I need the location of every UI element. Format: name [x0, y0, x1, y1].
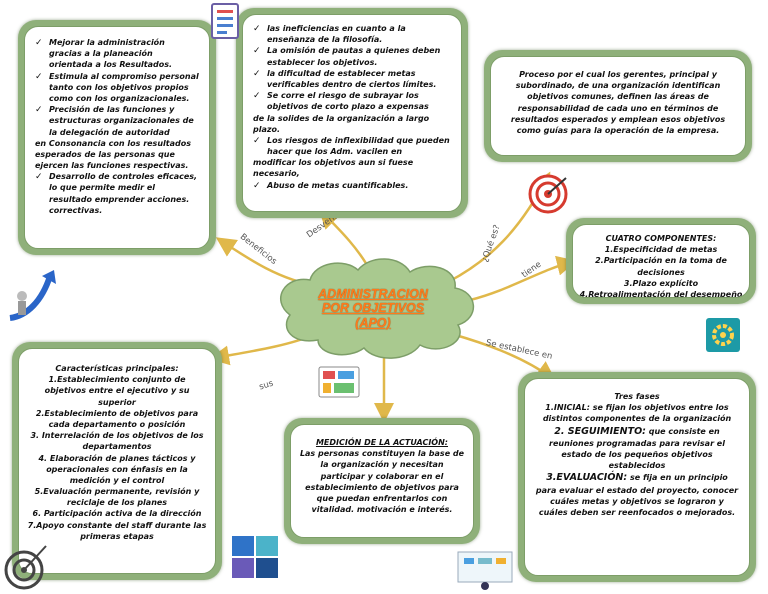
- list-item: Los riesgos de inflexibilidad que pueden…: [253, 135, 451, 157]
- que-es-content: Proceso por el cual los gerentes, princi…: [490, 56, 746, 156]
- phase-label: 3.EVALUACIÓN:: [546, 472, 628, 484]
- arrow-se-establece: [451, 332, 557, 381]
- arrow-tiene: [469, 255, 577, 302]
- que-es-text: Proceso por el cual los gerentes, princi…: [510, 70, 726, 135]
- caracteristicas-line: 7.Apoyo constante del staff durante las …: [27, 520, 207, 541]
- fases-title: Tres fases: [614, 392, 660, 401]
- list-item: la dificultad de establecer metas verifi…: [253, 68, 451, 90]
- desventajas-continuation-a: de la solides de la organización a largo…: [253, 113, 430, 134]
- list-item: Estimula al compromiso personal tanto co…: [35, 71, 199, 105]
- medicion-card: MEDICIÓN DE LA ACTUACIÓN: Las personas c…: [284, 418, 480, 544]
- caracteristicas-line: 1.Establecimiento conjunto de objetivos …: [44, 375, 190, 407]
- phase-text: se fija en un principio para evaluar el …: [535, 473, 739, 518]
- desventajas-card: las ineficiencias en cuanto a la enseñan…: [236, 8, 468, 218]
- center-title: ADMINISTRACION POR OBJETIVOS (APO): [293, 287, 453, 330]
- componentes-line: 2.Participación en la toma de decisiones: [595, 256, 727, 277]
- caracteristicas-line: 4. Elaboración de planes tácticos y oper…: [38, 453, 196, 485]
- phase-text: se fijan los objetivos entre los distint…: [542, 403, 732, 424]
- fases-card: Tres fases 1.INICIAL: se fijan los objet…: [518, 372, 756, 582]
- center-title-line-2: POR OBJETIVOS: [321, 301, 425, 316]
- componentes-card: CUATRO COMPONENTES: 1.Especificidad de m…: [566, 218, 756, 304]
- beneficios-card: Mejorar la administración gracias a la p…: [18, 20, 216, 255]
- list-item: Abuso de metas cuantificables.: [253, 180, 451, 193]
- growth-person-icon: [9, 270, 56, 321]
- dashboard-icon: [318, 366, 360, 398]
- componentes-content: CUATRO COMPONENTES: 1.Especificidad de m…: [572, 224, 750, 298]
- beneficios-continuation: en Consonancia con los resultados espera…: [35, 138, 191, 171]
- desventajas-content: las ineficiencias en cuanto a la enseñan…: [242, 14, 462, 212]
- list-item: Precisión de las funciones y estructuras…: [35, 104, 199, 138]
- puzzle-people-icon: [232, 536, 278, 578]
- target-icon: [528, 174, 568, 214]
- list-item: Mejorar la administración gracias a la p…: [35, 37, 199, 71]
- fases-phase-1: 1.INICIAL: se fijan los objetivos entre …: [535, 402, 739, 424]
- checklist-icon: [211, 3, 239, 39]
- beneficios-content: Mejorar la administración gracias a la p…: [24, 26, 210, 249]
- componentes-line: 4.Retroalimentación del desempeño: [579, 289, 743, 298]
- list-item: Se corre el riesgo de subrayar los objet…: [253, 90, 451, 112]
- phase-label: 2. SEGUIMIENTO:: [554, 425, 646, 437]
- list-item: Desarrollo de controles eficaces, lo que…: [35, 171, 199, 216]
- caracteristicas-title: Características principales:: [55, 364, 179, 373]
- caracteristicas-card: Características principales: 1.Estableci…: [12, 342, 222, 580]
- componentes-line: 1.Especificidad de metas: [604, 245, 718, 255]
- fases-phase-2: 2. SEGUIMIENTO: que consiste en reunione…: [535, 425, 739, 472]
- componentes-line: 3.Plazo explícito: [623, 278, 699, 288]
- gear-icon: [706, 318, 740, 352]
- fases-content: Tres fases 1.INICIAL: se fijan los objet…: [524, 378, 750, 576]
- list-item: las ineficiencias en cuanto a la enseñan…: [253, 23, 451, 45]
- center-cloud: [279, 258, 475, 359]
- medicion-content: MEDICIÓN DE LA ACTUACIÓN: Las personas c…: [290, 424, 474, 538]
- componentes-title: CUATRO COMPONENTES:: [605, 234, 717, 243]
- caracteristicas-line: 6. Participación activa de la dirección: [32, 509, 202, 519]
- caracteristicas-line: 5.Evaluación permanente, revisión y reci…: [34, 487, 200, 508]
- que-es-card: Proceso por el cual los gerentes, princi…: [484, 50, 752, 162]
- list-item: La omisión de pautas a quienes deben est…: [253, 45, 451, 67]
- medicion-title: MEDICIÓN DE LA ACTUACIÓN:: [315, 438, 449, 447]
- target-board-icon: [4, 545, 47, 590]
- medicion-text: Las personas constituyen la base de la o…: [299, 449, 465, 515]
- caracteristicas-line: 2.Establecimiento de objetivos para cada…: [35, 408, 199, 429]
- center-title-line-1: ADMINISTRACION: [318, 287, 428, 301]
- caracteristicas-content: Características principales: 1.Estableci…: [18, 348, 216, 574]
- phase-label: 1.INICIAL:: [545, 403, 590, 413]
- caracteristicas-line: 3. Interrelación de los objetivos de los…: [30, 431, 204, 452]
- desventajas-continuation-b: modificar los objetivos aun si fuese nec…: [253, 158, 414, 179]
- presentation-icon: [457, 551, 513, 590]
- fases-phase-3: 3.EVALUACIÓN: se fija en un principio pa…: [535, 471, 739, 518]
- center-title-line-3: (APO): [355, 315, 391, 330]
- phase-text: que consiste en reuniones programadas pa…: [549, 426, 725, 471]
